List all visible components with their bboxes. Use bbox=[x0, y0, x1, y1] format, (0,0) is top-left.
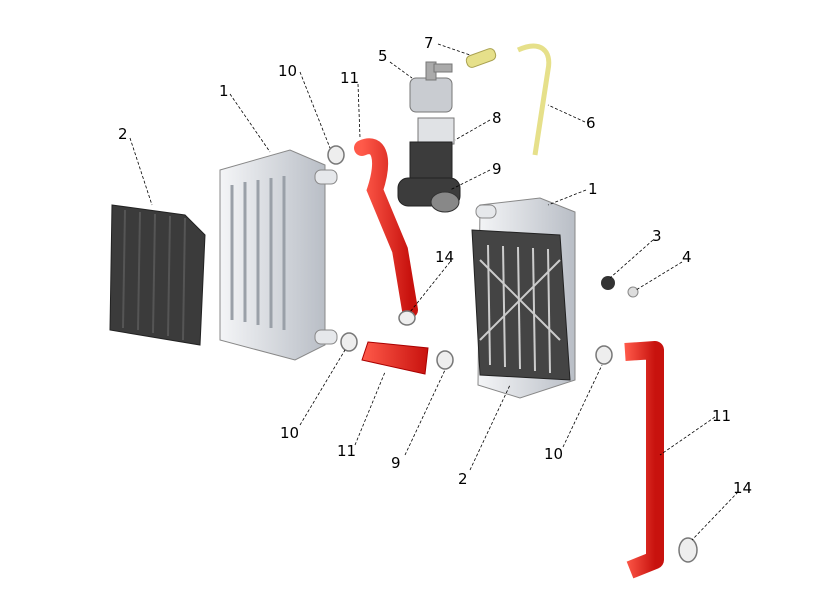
hose-upper bbox=[354, 138, 418, 318]
callout-6: 6 bbox=[586, 114, 596, 132]
callout-5: 5 bbox=[378, 47, 388, 65]
hose-short bbox=[361, 341, 429, 375]
callout-9: 9 bbox=[492, 160, 502, 178]
breather-plug bbox=[465, 48, 497, 68]
callout-14: 14 bbox=[733, 479, 752, 497]
callout-9: 9 bbox=[391, 454, 401, 472]
callout-labels: 7 5 10 11 1 8 6 2 9 1 3 14 4 10 11 9 2 1… bbox=[118, 34, 752, 497]
callout-10: 10 bbox=[544, 445, 563, 463]
filler-cap bbox=[409, 61, 453, 113]
callout-14: 14 bbox=[435, 248, 454, 266]
radiator-right bbox=[471, 197, 576, 399]
radiator-left bbox=[219, 149, 338, 361]
callout-10: 10 bbox=[278, 62, 297, 80]
radiator-guard-left bbox=[109, 204, 206, 346]
callout-3: 3 bbox=[652, 227, 662, 245]
callout-11: 11 bbox=[337, 442, 356, 460]
callout-2: 2 bbox=[458, 470, 468, 488]
callout-1: 1 bbox=[588, 180, 598, 198]
callout-11: 11 bbox=[712, 407, 731, 425]
callout-4: 4 bbox=[682, 248, 692, 266]
callout-2: 2 bbox=[118, 125, 128, 143]
callout-1: 1 bbox=[219, 82, 229, 100]
callout-8: 8 bbox=[492, 109, 502, 127]
hose-long bbox=[624, 341, 664, 579]
leader-lines bbox=[129, 43, 739, 541]
callout-7: 7 bbox=[424, 34, 434, 52]
hose-clamps bbox=[327, 145, 698, 563]
callout-10: 10 bbox=[280, 424, 299, 442]
overflow-tube bbox=[516, 43, 552, 156]
grommet bbox=[601, 276, 615, 290]
filler-neck bbox=[397, 117, 461, 213]
callout-11: 11 bbox=[340, 69, 359, 87]
bolt bbox=[627, 286, 639, 298]
